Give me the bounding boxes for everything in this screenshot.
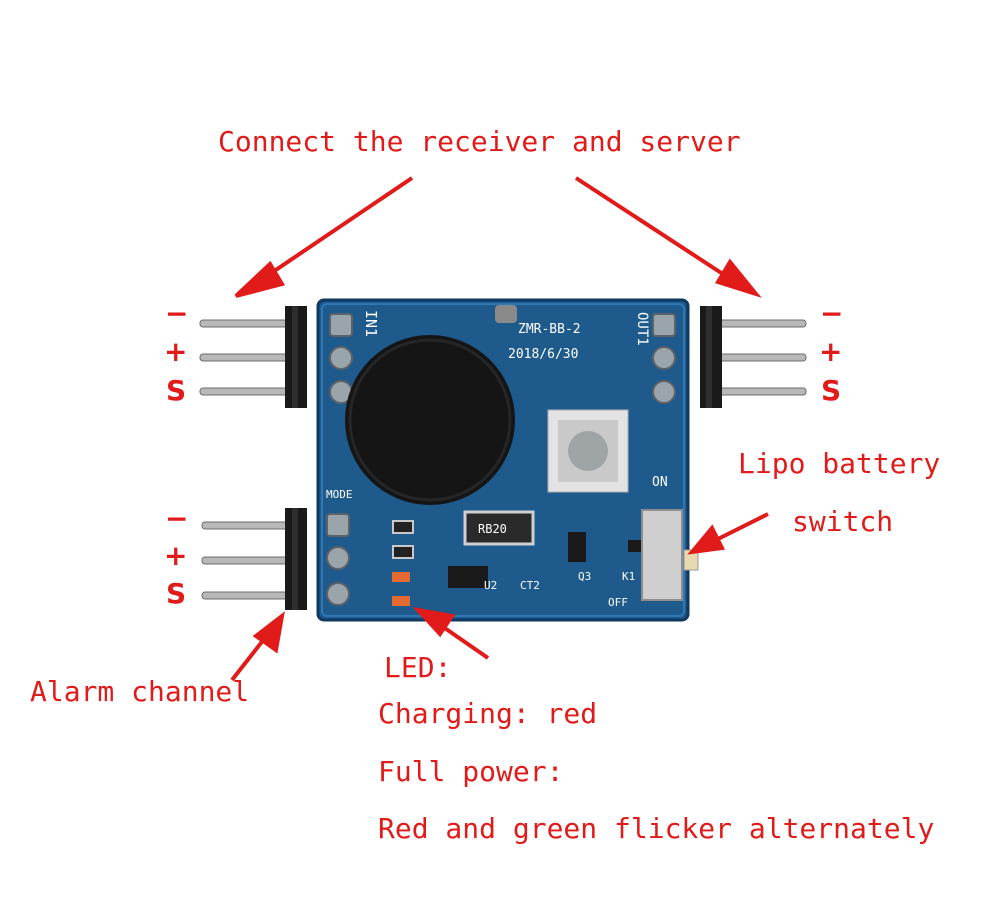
left-top-pin-plus: +: [164, 335, 188, 368]
left-bottom-pins: [201, 521, 291, 600]
resistor-rb20: [463, 510, 535, 546]
solder-pads: [326, 313, 676, 606]
led-heading: LED:: [384, 651, 452, 684]
led-flicker-label: Red and green flicker alternately: [378, 812, 935, 845]
board-label-mode: MODE: [326, 488, 353, 501]
left-top-pin-s: S: [166, 374, 187, 407]
board-label-off: OFF: [608, 596, 628, 609]
left-bottom-pin-s: S: [166, 577, 187, 610]
lipo-battery-label: Lipo battery: [738, 447, 941, 480]
board-label-ct2: CT2: [520, 579, 540, 592]
board-label-out1: OUT1: [634, 312, 650, 346]
board-label-model: ZMR-BB-2: [518, 322, 581, 337]
left-top-header: [285, 306, 307, 408]
board-label-on: ON: [652, 475, 668, 490]
right-top-pins: [717, 319, 807, 396]
buzzer: [345, 335, 515, 505]
smd-parts: [392, 520, 642, 606]
right-top-pin-plus: +: [819, 335, 843, 368]
left-top-pins: [199, 319, 291, 396]
left-bottom-pin-minus: −: [165, 502, 189, 535]
alarm-channel-label: Alarm channel: [30, 675, 250, 708]
led-charging-label: Charging: red: [378, 697, 598, 730]
left-top-pin-minus: −: [165, 297, 189, 330]
right-top-pin-s: S: [821, 374, 842, 407]
right-top-pin-minus: −: [820, 297, 844, 330]
left-bottom-header: [285, 508, 307, 610]
annotation-arrows: [230, 176, 769, 682]
right-top-header: [700, 306, 722, 408]
board-label-date: 2018/6/30: [508, 347, 578, 362]
left-bottom-pin-plus: +: [164, 539, 188, 572]
slide-switch: [641, 509, 683, 601]
board-label-k1: K1: [622, 570, 635, 583]
board-label-q3: Q3: [578, 570, 591, 583]
title-connect-label: Connect the receiver and server: [218, 125, 741, 158]
board-label-u2: U2: [484, 579, 497, 592]
board-label-in1: IN1: [362, 310, 380, 337]
switch-label: switch: [792, 505, 894, 538]
led-full-power-label: Full power:: [378, 755, 564, 788]
board-label-rb20: RB20: [478, 522, 507, 536]
